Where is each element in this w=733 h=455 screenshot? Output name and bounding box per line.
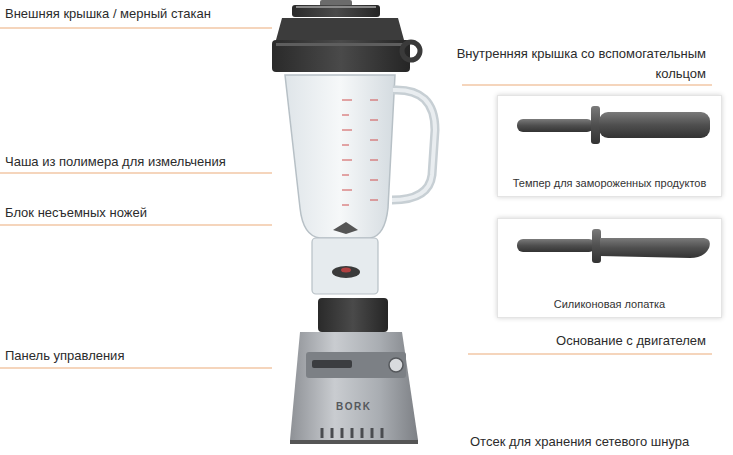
inset-caption: Темпер для замороженных продуктов [513, 177, 707, 190]
part-label: Панель управления [5, 348, 124, 364]
spatula-picture [517, 229, 710, 263]
part-label: Внутренняя крышка со вспомогательным кол… [456, 44, 706, 84]
part-label: Внешняя крышка / мерный стакан [5, 6, 211, 22]
part-label: Блок несъемных ножей [5, 205, 147, 221]
inset-box: Темпер для замороженных продуктов [497, 95, 722, 197]
brand-mark: BORK [336, 400, 371, 413]
tamper-picture [517, 106, 710, 144]
part-label: Чаша из полимера для измельчения [5, 154, 226, 170]
inset-caption: Силиконовая лопатка [554, 298, 665, 311]
inset-box: Силиконовая лопатка [497, 218, 722, 318]
part-label: Основание с двигателем [556, 333, 706, 349]
part-label: Отсек для хранения сетевого шнура [470, 434, 689, 450]
